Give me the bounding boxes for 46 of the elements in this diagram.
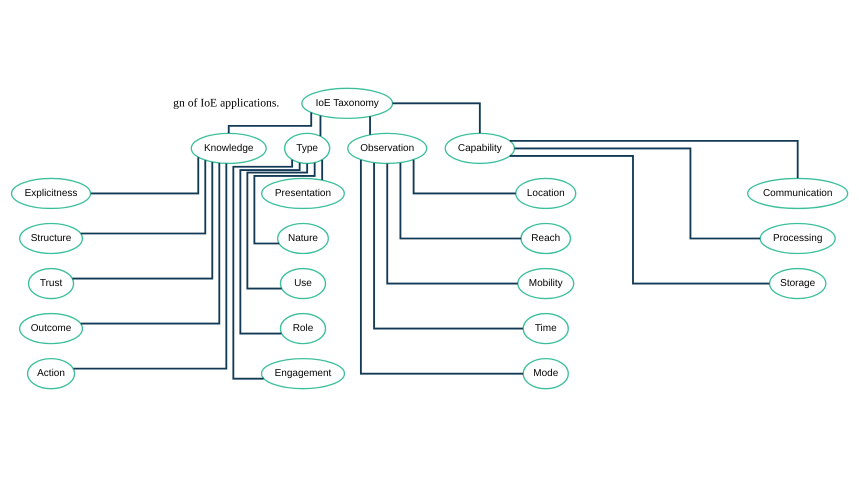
connector xyxy=(228,112,312,134)
connector xyxy=(510,155,770,284)
connector xyxy=(90,157,200,194)
node-ellipse: Reach xyxy=(520,222,572,254)
connector xyxy=(74,164,228,370)
node-ellipse: Action xyxy=(26,358,76,390)
connector xyxy=(320,116,322,136)
connector xyxy=(246,164,308,290)
node-ellipse: Knowledge xyxy=(190,132,267,164)
node-ellipse: Engagement xyxy=(260,358,346,390)
connector xyxy=(412,160,516,194)
node-ellipse: Trust xyxy=(28,268,74,300)
connector xyxy=(80,163,220,324)
connector xyxy=(321,160,324,180)
node-ellipse: Role xyxy=(280,312,326,344)
connector xyxy=(360,160,524,375)
connector xyxy=(369,116,371,135)
node-ellipse: Presentation xyxy=(261,178,345,210)
node-ellipse: Communication xyxy=(747,178,848,210)
node-ellipse: Mode xyxy=(522,358,569,390)
connector xyxy=(392,102,481,134)
connector xyxy=(239,162,301,335)
connector xyxy=(232,160,294,380)
node-ellipse: Explicitness xyxy=(10,178,92,210)
connector xyxy=(373,162,523,330)
node-ellipse: Outcome xyxy=(19,312,84,344)
connector xyxy=(253,162,316,244)
connector xyxy=(386,164,518,284)
node-ellipse: Mobility xyxy=(517,268,574,300)
node-ellipse: Type xyxy=(284,132,330,164)
node-ellipse: Processing xyxy=(760,222,836,254)
node-ellipse: Capability xyxy=(444,132,516,164)
connector xyxy=(72,162,214,280)
node-ellipse: Nature xyxy=(277,222,329,254)
node-ellipse: Storage xyxy=(768,268,826,300)
node-ellipse: Location xyxy=(515,178,576,210)
node-ellipse: Observation xyxy=(347,132,428,164)
node-ellipse: Structure xyxy=(19,222,84,254)
connector xyxy=(510,140,799,178)
node-ellipse: Use xyxy=(280,268,326,300)
connector xyxy=(514,147,760,240)
label: gn of IoE applications. xyxy=(173,96,280,110)
connector xyxy=(80,160,206,234)
node-ellipse: IoE Taxonomy xyxy=(301,88,394,120)
connector xyxy=(400,162,522,240)
node-ellipse: Time xyxy=(522,312,569,344)
